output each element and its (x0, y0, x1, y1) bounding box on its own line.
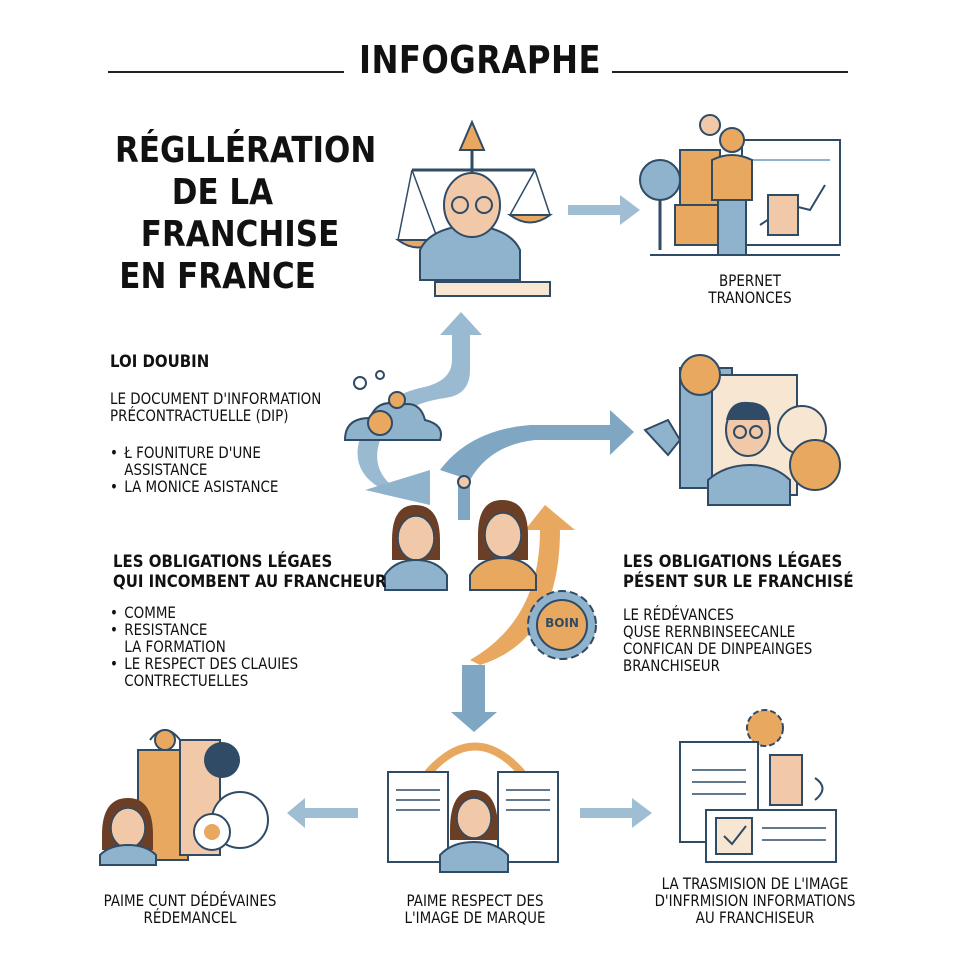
header-rule-right (612, 71, 848, 73)
information-transfer-icon (679, 709, 837, 863)
coin-label: BOIN (545, 616, 579, 630)
list-item: Ł FOUNITURE D'UNE ASSISTANCE (110, 444, 278, 478)
arrow-left-icon-bottom (287, 798, 358, 828)
loi-doubin-heading: LOI DOUBIN (110, 352, 210, 372)
business-team-icon (639, 114, 841, 256)
top-right-caption-line-2: TRANONCES (708, 288, 792, 307)
loi-doubin-intro: LE DOCUMENT D'INFORMATION PRÉCONTRACTUEL… (110, 390, 321, 424)
top-right-caption-line-1: BPERNET (719, 271, 781, 290)
list-item: LA MONICE ASISTANCE (110, 478, 278, 495)
main-title-line-1: RÉGLLÉRATION (115, 130, 377, 171)
franchisee-boxes-icon (99, 729, 269, 866)
list-item: RESISTANCE LA FORMATION (110, 621, 298, 655)
loi-doubin-list: Ł FOUNITURE D'UNE ASSISTANCE LA MONICE A… (110, 444, 278, 495)
top-right-caption: BPERNET TRANONCES (666, 272, 834, 306)
list-item: LE RESPECT DES CLAUIES CONTRECTUELLES (110, 655, 298, 689)
brand-image-documents-icon (387, 742, 559, 873)
header-rule-left (108, 71, 344, 73)
cloud-coins-icon (343, 370, 442, 441)
franchisor-obligations-list: COMME RESISTANCE LA FORMATION LE RESPECT… (110, 604, 298, 689)
flow-arrows (357, 312, 634, 732)
loi-doubin-intro-line-2: PRÉCONTRACTUELLE (DIP) (110, 406, 289, 425)
justice-scales-icon (394, 119, 554, 297)
bottom-center-caption: PAIME RESPECT DES L'IMAGE DE MARQUE (404, 891, 546, 927)
arrow-right-icon-bottom (580, 798, 652, 828)
main-title-line-2: DE LA (171, 172, 274, 213)
main-title-line-3: FRANCHISE (140, 214, 340, 255)
loi-doubin-intro-line-1: LE DOCUMENT D'INFORMATION (110, 389, 322, 408)
list-item: COMME (110, 604, 298, 621)
infographic-header: INFOGRAPHE (359, 38, 601, 82)
franchisee-obligations-heading: LES OBLIGATIONS LÉGAES PÉSENT SUR LE FRA… (623, 552, 854, 592)
franchisee-obligations-text: LE RÉDÉVANCES QUSE RERNBINSEECANLE CONFI… (623, 605, 813, 675)
two-franchisees-icon (384, 500, 537, 591)
coin-gear-icon (527, 590, 597, 660)
bottom-left-caption: PAIME CUNT DÉDÉVAINES RÉDEMANCEL (103, 891, 277, 927)
main-title: RÉGLLÉRATION DE LA FRANCHISE EN FRANCE (115, 130, 376, 298)
franchisor-obligations-heading: LES OBLIGATIONS LÉGAES QUI INCOMBENT AU … (113, 552, 387, 592)
franchisor-documents-icon (643, 354, 841, 506)
arrow-right-icon-top (568, 195, 640, 225)
bottom-right-caption: LA TRASMISION DE L'IMAGE D'INFRMISION IN… (654, 874, 856, 927)
main-title-line-4: EN FRANCE (119, 256, 316, 297)
